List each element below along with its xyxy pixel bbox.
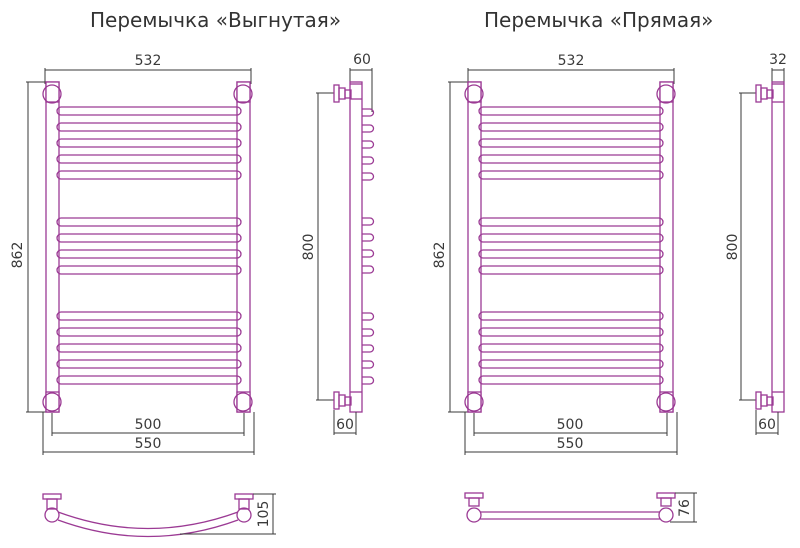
dim-532-right: 532 <box>558 53 585 69</box>
dim-550-right: 550 <box>557 436 584 452</box>
dim-32-top: 32 <box>769 52 787 68</box>
side-view-curved: 60 800 <box>301 52 375 435</box>
dim-500: 500 <box>135 417 162 433</box>
dim-76: 76 <box>677 499 693 517</box>
dim-532: 532 <box>135 53 162 69</box>
side-view-straight: 32 800 60 <box>725 52 787 435</box>
top-view-curved <box>42 493 276 538</box>
front-view-straight: 532 862 500 550 <box>432 53 678 455</box>
dim-105: 105 <box>256 501 272 528</box>
title-straight: Перемычка «Прямая» <box>484 8 714 32</box>
top-view-straight <box>464 492 697 523</box>
dim-800: 800 <box>301 234 317 261</box>
dim-60-bottom: 60 <box>336 417 354 433</box>
dim-500-right: 500 <box>557 417 584 433</box>
front-view-curved: 532 862 <box>10 53 255 455</box>
dim-862-right: 862 <box>432 242 448 269</box>
title-curved: Перемычка «Выгнутая» <box>90 8 342 32</box>
dim-60-bottom-right: 60 <box>758 417 776 433</box>
dim-550: 550 <box>135 436 162 452</box>
dim-60-top: 60 <box>353 52 371 68</box>
dim-862: 862 <box>10 242 26 269</box>
dim-800-right: 800 <box>725 234 741 261</box>
